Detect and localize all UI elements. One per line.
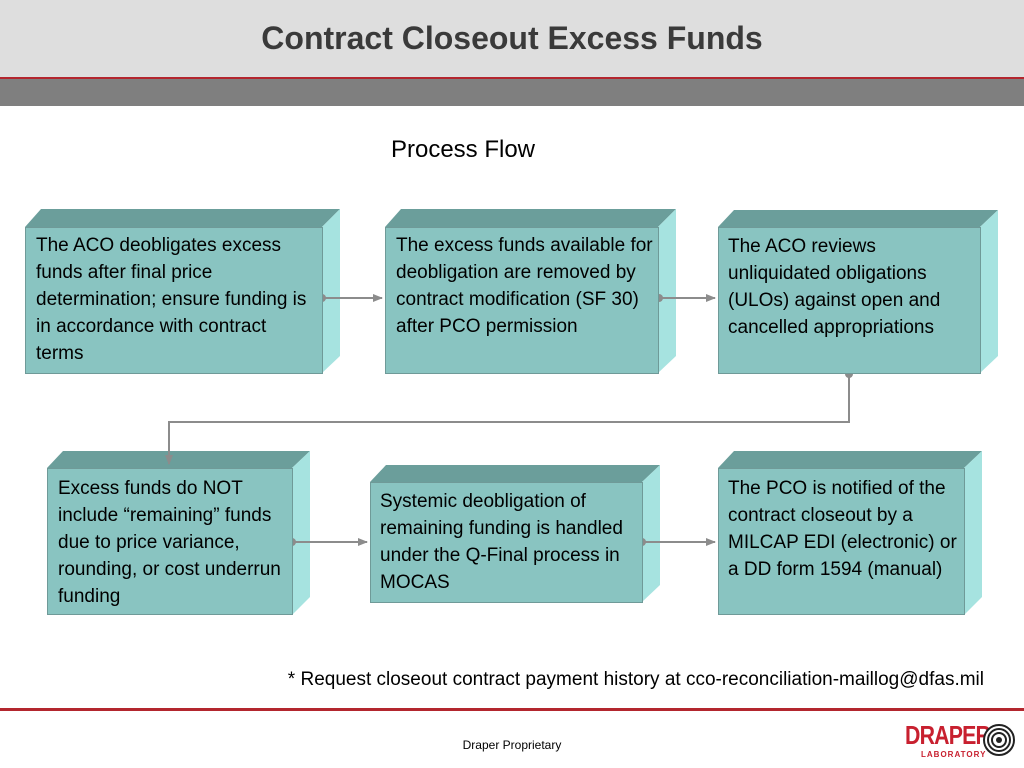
block-2-shape [385,209,676,373]
process-step-4-text: Excess funds do NOT include “remaining” … [58,478,281,607]
process-step-3 [718,227,981,374]
draper-logo: DRAPER LABORATORY [905,720,1017,762]
title-divider [0,77,1024,79]
target-icon [983,724,1015,756]
process-step-4 [47,468,293,615]
logo-text: DRAPER [905,720,991,750]
title-band [0,79,1024,106]
block-1-shape [25,209,340,373]
page-title: Contract Closeout Excess Funds [261,20,763,56]
block-6-shape [718,451,982,615]
footer-divider [0,708,1024,711]
process-step-6-text: The PCO is notified of the contract clos… [728,478,957,580]
footer-text: Draper Proprietary [462,738,562,752]
process-step-2-text: The excess funds available for deobligat… [396,235,653,337]
diagram-subtitle: Process Flow [390,136,536,163]
process-step-1 [25,227,323,374]
logo-subtext: LABORATORY [921,750,987,759]
process-step-1-text: The ACO deobligates excess funds after f… [36,235,307,364]
process-step-2 [385,227,659,374]
process-step-6 [718,468,965,615]
process-step-3-text: The ACO reviews unliquidated obligations… [728,236,941,338]
footnote: * Request closeout contract payment hist… [287,669,984,690]
block-4-shape [47,451,310,615]
title-bar [0,0,1024,77]
block-5-shape [370,465,660,602]
connector-3-4 [165,370,853,465]
block-3-shape [718,210,998,373]
process-step-5-text: Systemic deobligation of remaining fundi… [380,491,623,593]
process-step-5 [370,482,643,603]
